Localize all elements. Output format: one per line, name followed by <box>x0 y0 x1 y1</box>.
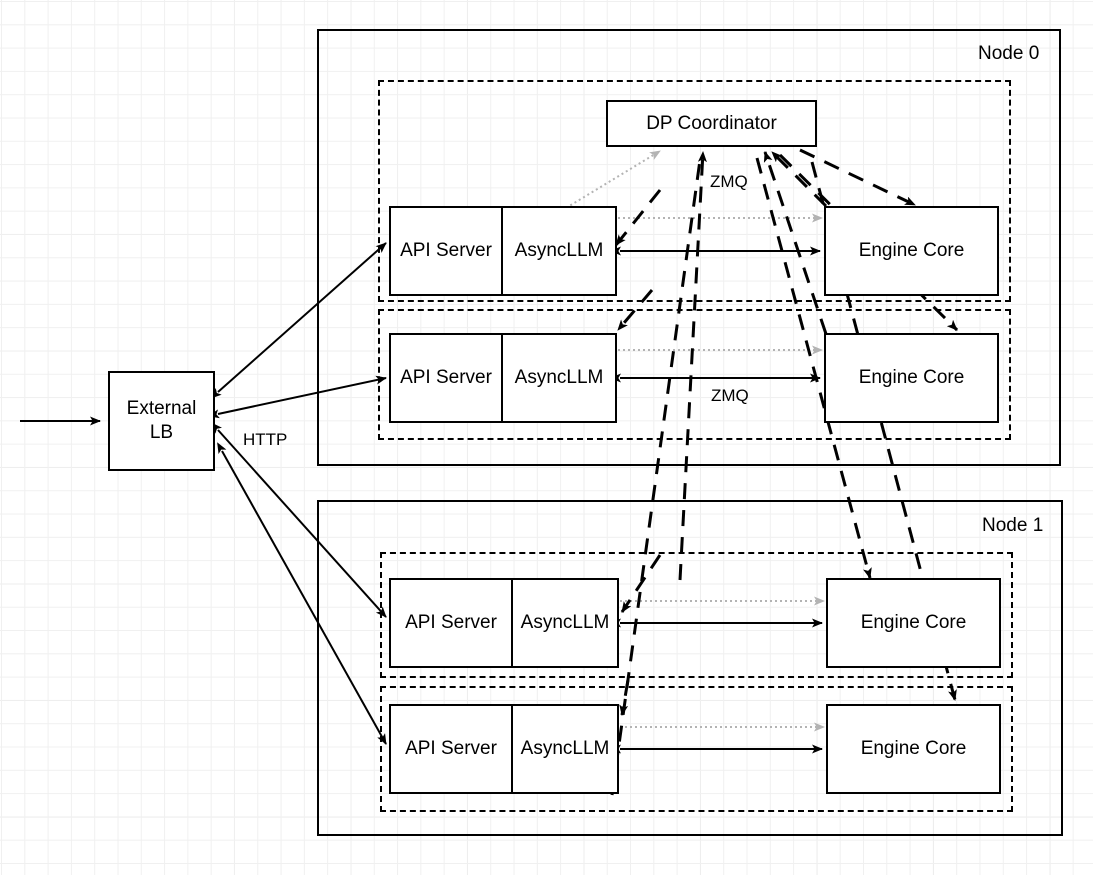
engine-core-n0-g0[interactable]: Engine Core <box>824 206 999 296</box>
node-0-label: Node 0 <box>978 43 1040 64</box>
api-server-asyncllm-n1-g0[interactable]: API Server AsyncLLM <box>389 578 619 668</box>
zmq-label-n0-g0: ZMQ <box>710 172 748 191</box>
node-1-group-1-frame <box>380 686 1013 812</box>
node-0-group-0-frame <box>378 80 1011 302</box>
engine-core-n1-g0[interactable]: Engine Core <box>826 578 1001 668</box>
asyncllm-cell-n0-g1[interactable]: AsyncLLM <box>514 367 604 388</box>
node-1-group-0-frame <box>380 552 1013 678</box>
zmq-label-n0-g1: ZMQ <box>711 386 749 405</box>
api-server-cell-n0-g0[interactable]: API Server <box>391 208 503 294</box>
api-server-asyncllm-n1-g1[interactable]: API Server AsyncLLM <box>389 704 619 794</box>
external-lb-box[interactable]: External LB <box>108 371 215 471</box>
api-server-asyncllm-n0-g1[interactable]: API Server AsyncLLM <box>389 333 617 423</box>
dp-coordinator-box[interactable]: DP Coordinator <box>606 100 817 147</box>
external-lb-label-line2: LB <box>149 422 174 443</box>
http-label: HTTP <box>243 430 288 449</box>
node-1-label: Node 1 <box>982 515 1044 536</box>
external-lb-label-line1: External <box>126 398 197 420</box>
node-1-frame <box>317 500 1063 836</box>
node-0-group-1-frame <box>378 309 1011 440</box>
asyncllm-cell-n0-g0[interactable]: AsyncLLM <box>514 240 604 261</box>
engine-core-n0-g1[interactable]: Engine Core <box>824 333 999 423</box>
asyncllm-cell-n1-g0[interactable]: AsyncLLM <box>520 612 610 633</box>
asyncllm-cell-n1-g1[interactable]: AsyncLLM <box>520 738 610 759</box>
api-server-cell-n1-g0[interactable]: API Server <box>391 580 514 666</box>
api-server-cell-n0-g1[interactable]: API Server <box>391 335 503 421</box>
engine-core-n1-g1[interactable]: Engine Core <box>826 704 1001 794</box>
api-server-cell-n1-g1[interactable]: API Server <box>391 706 514 792</box>
node-0-frame <box>317 29 1061 466</box>
api-server-asyncllm-n0-g0[interactable]: API Server AsyncLLM <box>389 206 617 296</box>
